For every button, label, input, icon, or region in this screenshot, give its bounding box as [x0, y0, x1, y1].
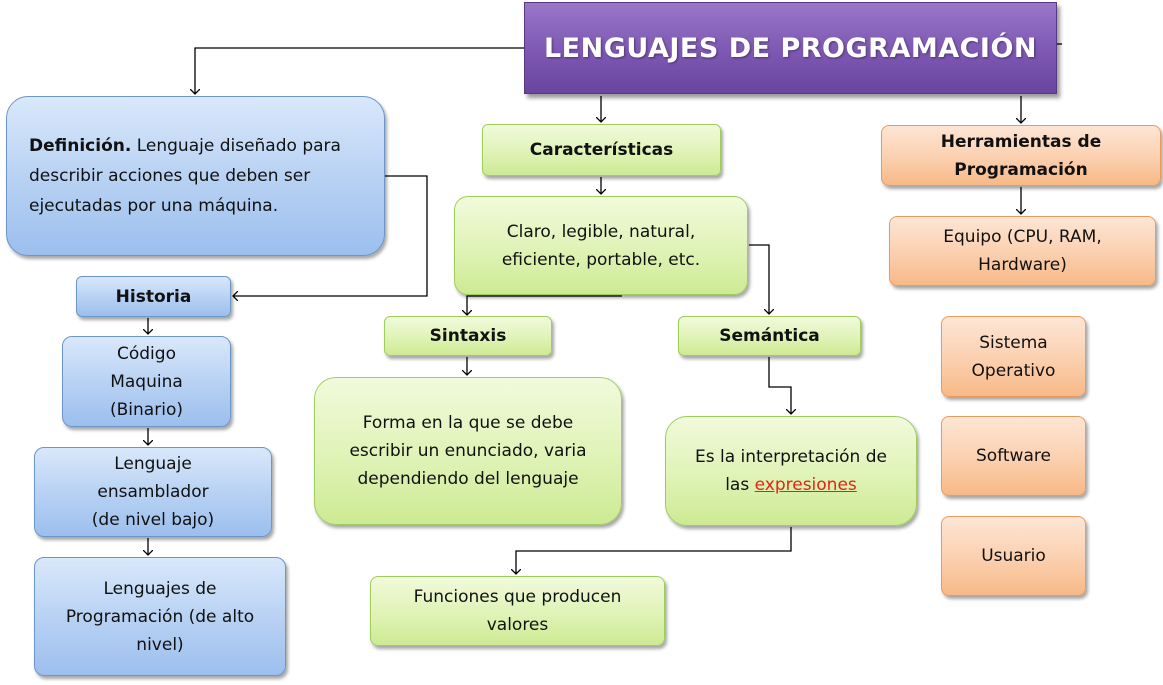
- historia-box: Historia: [76, 276, 231, 317]
- herramientas-box: Herramientas de Programación: [881, 125, 1161, 186]
- definition-label: Definición.: [29, 136, 132, 156]
- semantica-box: Semántica: [678, 316, 861, 356]
- definition-box: Definición. Lenguaje diseñado para descr…: [6, 96, 385, 256]
- lenguajes-alto-nivel-box: Lenguajes de Programación (de alto nivel…: [34, 557, 286, 676]
- sistema-operativo-box: Sistema Operativo: [941, 316, 1086, 397]
- lenguaje-ensamblador-box: Lenguaje ensamblador (de nivel bajo): [34, 447, 272, 537]
- expresiones-link[interactable]: expresiones: [754, 475, 857, 495]
- semantica-description-box: Es la interpretación de las expresiones: [665, 416, 917, 526]
- software-box: Software: [941, 416, 1086, 496]
- diagram-title: LENGUAJES DE PROGRAMACIÓN: [524, 2, 1057, 94]
- usuario-box: Usuario: [941, 516, 1086, 596]
- equipo-box: Equipo (CPU, RAM, Hardware): [889, 216, 1156, 286]
- caracteristicas-box: Características: [482, 124, 721, 176]
- definition-text: Definición. Lenguaje diseñado para descr…: [29, 131, 362, 221]
- sintaxis-box: Sintaxis: [384, 316, 552, 356]
- caracteristicas-description-box: Claro, legible, natural, eficiente, port…: [454, 196, 748, 295]
- sintaxis-description-box: Forma en la que se debe escribir un enun…: [314, 377, 622, 525]
- semantica-description-text: Es la interpretación de las: [694, 447, 887, 495]
- definition-description: Lenguaje diseñado para describir accione…: [29, 136, 341, 216]
- funciones-box: Funciones que producen valores: [370, 576, 665, 646]
- codigo-maquina-box: Código Maquina (Binario): [62, 336, 231, 427]
